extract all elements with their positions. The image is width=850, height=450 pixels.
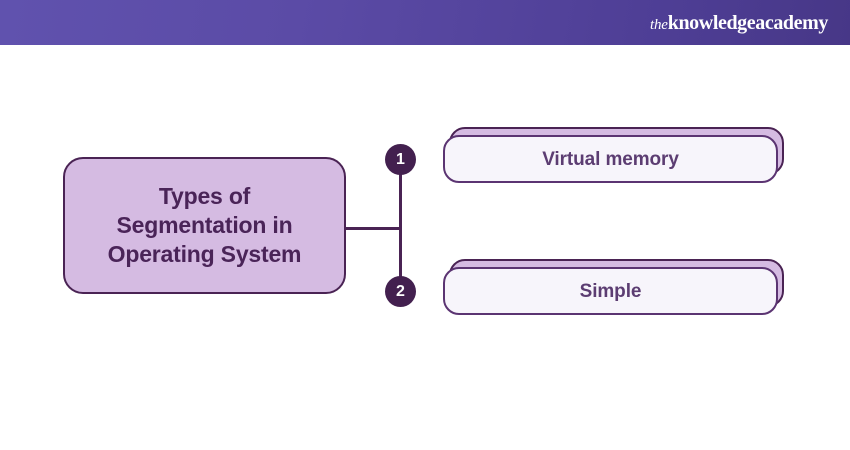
diagram-canvas: Types of Segmentation in Operating Syste… [0, 45, 850, 450]
root-node-label: Types of Segmentation in Operating Syste… [107, 183, 302, 267]
branch-marker-1-number: 1 [396, 150, 405, 168]
brand-logo-name: knowledgeacademy [667, 11, 829, 34]
branch-marker-2: 2 [385, 276, 416, 307]
branch-card-1-label: Virtual memory [542, 148, 679, 170]
brand-logo: theknowledgeacademy [650, 13, 828, 33]
branch-marker-2-number: 2 [396, 282, 405, 300]
branch-card-2-label: Simple [579, 280, 642, 302]
branch-card-1-front-layer: Virtual memory [443, 135, 778, 183]
brand-logo-the: the [650, 16, 668, 33]
connector-vertical [399, 163, 402, 291]
branch-card-virtual-memory: Virtual memory [443, 127, 784, 183]
branch-card-simple: Simple [443, 259, 784, 315]
branch-card-2-front-layer: Simple [443, 267, 778, 315]
root-node: Types of Segmentation in Operating Syste… [63, 157, 346, 294]
branch-marker-1: 1 [385, 144, 416, 175]
connector-horizontal [345, 227, 402, 230]
header-bar: theknowledgeacademy [0, 0, 850, 45]
